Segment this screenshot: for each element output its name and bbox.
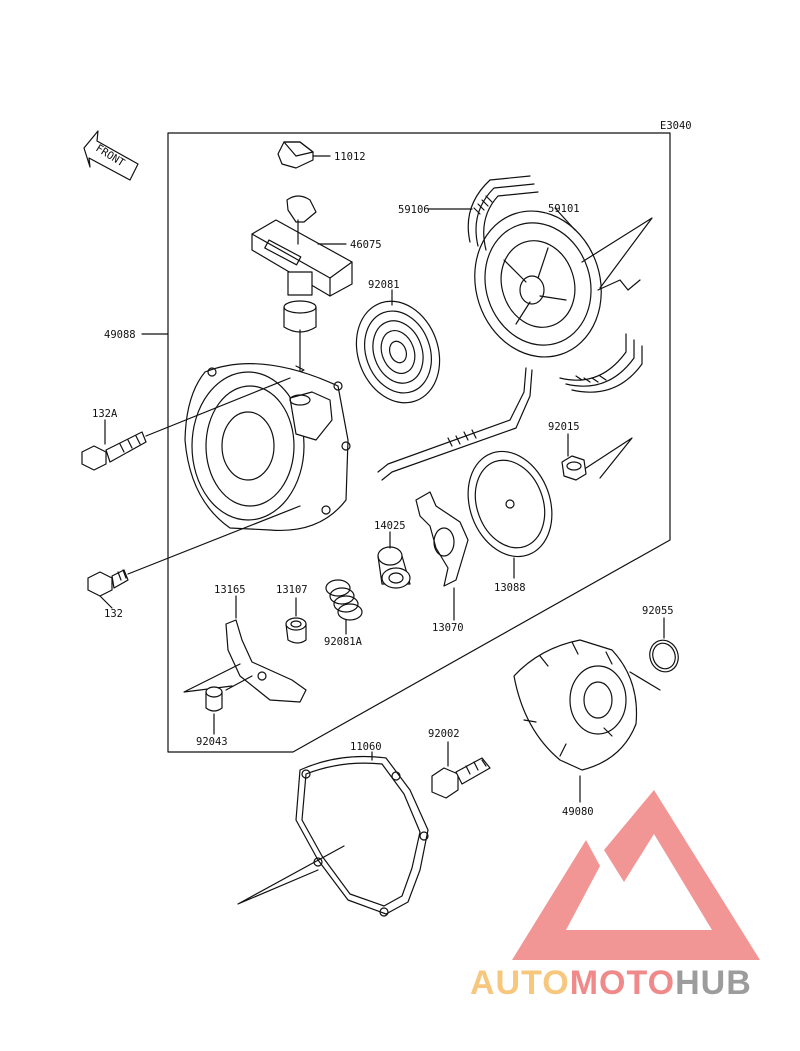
part-13070-ratchet [415,491,469,621]
automotohub-logo [512,790,760,960]
label-49080: 49080 [562,806,594,818]
part-11060-gasket [237,751,429,917]
label-59101: 59101 [548,203,580,215]
watermark-moto: MOTO [570,964,675,1002]
part-46075-handle [251,195,353,396]
label-59106: 59106 [398,204,430,216]
label-132: 132 [104,608,123,620]
watermark-hub: HUB [675,964,752,1002]
part-92015-nut [561,433,633,481]
front-label: FRONT [93,142,127,169]
part-49080-pulley [513,639,661,803]
label-46075: 46075 [350,239,382,251]
label-14025: 14025 [374,520,406,532]
part-92081-spring [355,289,441,404]
part-92043-pin [205,686,223,735]
watermark-auto: AUTO [470,964,570,1002]
part-13165-pawl [183,595,307,703]
watermark-text: AUTOMOTOHUB [470,964,752,1002]
label-13107: 13107 [276,584,308,596]
label-13070: 13070 [432,622,464,634]
label-92081: 92081 [368,279,400,291]
label-92043: 92043 [196,736,228,748]
label-13165: 13165 [214,584,246,596]
label-92015: 92015 [548,421,580,433]
part-11012-cap [277,141,331,169]
part-132a-bolt [81,377,291,471]
part-92081a-spring [325,579,363,635]
part-92055-oring [649,617,679,673]
label-92055: 92055 [642,605,674,617]
part-132-bolt [87,505,301,609]
label-11012: 11012 [334,151,366,163]
label-92081a: 92081A [324,636,363,648]
part-92002-bolt [431,741,491,799]
part-59101-reel [474,207,653,358]
rope-line [377,367,533,481]
part-labels: E3040 FRONT 11012 59106 59101 46075 9208… [92,120,692,818]
label-11060: 11060 [350,741,382,753]
part-14025-bushing [377,531,411,589]
part-59106-rope [427,175,643,393]
part-13107-collar [285,597,307,644]
assembly-frame [167,132,671,753]
label-13088: 13088 [494,582,526,594]
front-arrow [83,130,139,181]
part-49088-case [141,333,351,532]
label-49088: 49088 [104,329,136,341]
diagram-code: E3040 [660,120,692,132]
label-92002: 92002 [428,728,460,740]
part-13088-plate [467,450,553,579]
label-132a: 132A [92,408,118,420]
